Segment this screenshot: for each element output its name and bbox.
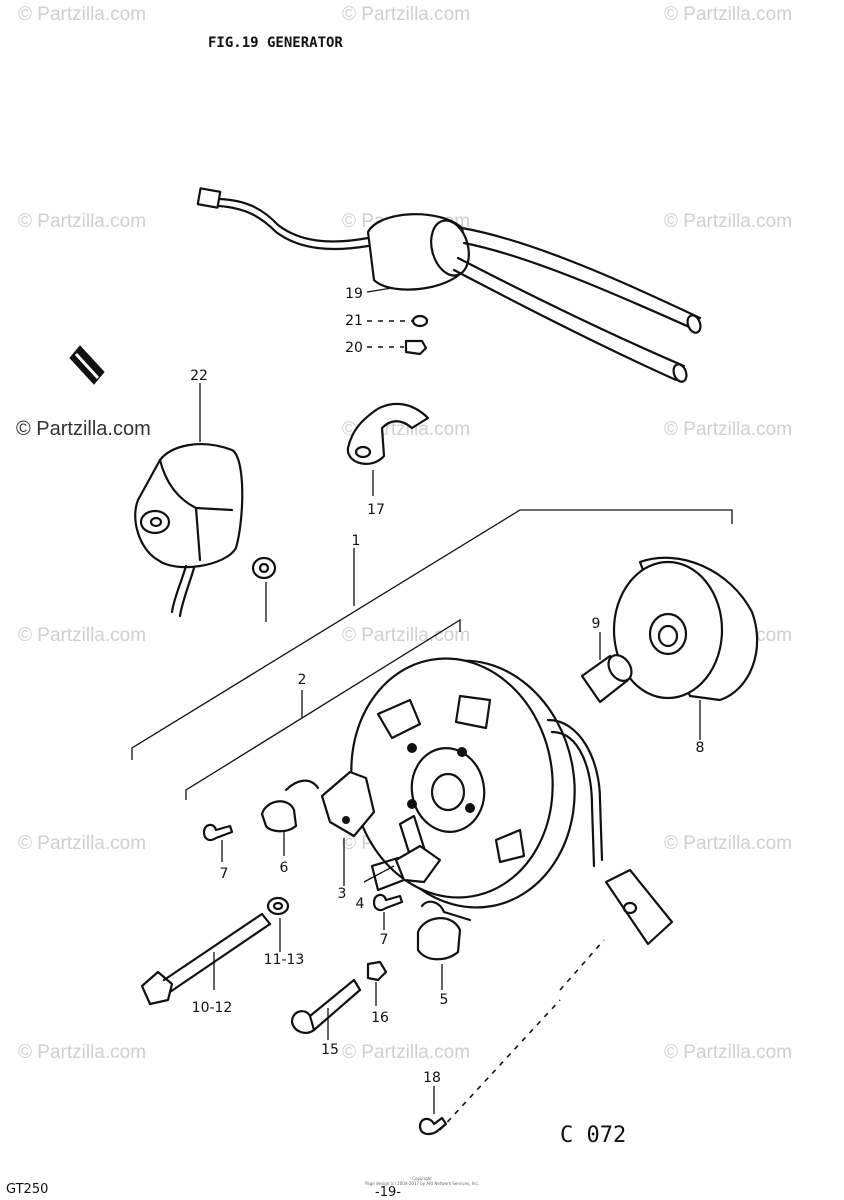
watermark-dark: © Partzilla.com bbox=[16, 418, 151, 440]
watermark-layer: © Partzilla.com © Partzilla.com © Partzi… bbox=[16, 4, 792, 1063]
watermark: © Partzilla.com bbox=[664, 211, 792, 232]
rotor-drawing bbox=[612, 556, 759, 740]
condenser-5-drawing bbox=[416, 900, 472, 990]
wire-clamp-drawing bbox=[346, 402, 430, 496]
drawing-code: C 072 bbox=[560, 1123, 626, 1148]
callout-17: 18 bbox=[423, 1070, 441, 1086]
watermark: © Partzilla.com bbox=[342, 1042, 470, 1063]
callout-5: 5 bbox=[440, 992, 449, 1008]
page-number: -19- bbox=[375, 1185, 401, 1200]
washer-11-13-drawing bbox=[266, 896, 290, 952]
washer-22-drawing bbox=[251, 556, 277, 622]
model-label: GT250 bbox=[6, 1182, 48, 1197]
callout-11-13: 11-13 bbox=[264, 952, 305, 968]
breaker-parts-drawing bbox=[260, 770, 442, 886]
watermark: © Partzilla.com bbox=[18, 1042, 146, 1063]
callout-9: 9 bbox=[592, 616, 601, 632]
small-fasteners-top bbox=[367, 314, 429, 356]
callout-14: 15 bbox=[321, 1042, 339, 1058]
callout-18: 19 bbox=[345, 286, 363, 302]
ignition-coil-drawing bbox=[196, 187, 702, 383]
watermark: © Partzilla.com bbox=[664, 419, 792, 440]
watermark: © Partzilla.com bbox=[342, 4, 470, 25]
callout-8: 8 bbox=[696, 740, 705, 756]
watermark: © Partzilla.com bbox=[18, 211, 146, 232]
screw-7-drawing bbox=[202, 823, 404, 930]
callout-2: 2 bbox=[298, 672, 307, 688]
sleeve-9-drawing bbox=[580, 632, 633, 704]
direction-arrow-icon bbox=[69, 345, 105, 385]
figure-title: FIG.19 GENERATOR bbox=[208, 35, 343, 51]
callout-6: 6 bbox=[280, 860, 289, 876]
bolt-14-drawing bbox=[290, 978, 362, 1040]
watermark: © Partzilla.com bbox=[18, 4, 146, 25]
callout-19: 20 bbox=[345, 340, 363, 356]
callout-15: 16 bbox=[371, 1010, 389, 1026]
screw-17-drawing bbox=[418, 939, 605, 1136]
watermark: © Partzilla.com bbox=[664, 1042, 792, 1063]
watermark: © Partzilla.com bbox=[18, 625, 146, 646]
callout-4: 4 bbox=[356, 896, 365, 912]
callout-16: 17 bbox=[367, 502, 385, 518]
callout-3: 3 bbox=[338, 886, 347, 902]
watermark: © Partzilla.com bbox=[18, 833, 146, 854]
watermark: © Partzilla.com bbox=[664, 833, 792, 854]
assembly-brackets bbox=[131, 509, 733, 800]
bolt-10-12-drawing bbox=[140, 912, 272, 1006]
cdi-unit-drawing bbox=[134, 383, 244, 618]
copyright-line-2: Page design (c) 2004-2017 by ARI Network… bbox=[365, 1181, 479, 1186]
nut-15-drawing bbox=[366, 960, 388, 1006]
callout-labels: 19 21 20 22 17 1 9 2 8 6 7 3 4 7 11-13 5… bbox=[190, 286, 704, 1086]
callout-20: 21 bbox=[345, 313, 363, 329]
callout-7a: 7 bbox=[220, 866, 229, 882]
callout-7b: 7 bbox=[380, 932, 389, 948]
callout-10-12: 10-12 bbox=[192, 1000, 233, 1016]
watermark: © Partzilla.com bbox=[342, 625, 470, 646]
callout-21: 22 bbox=[190, 368, 208, 384]
callout-1: 1 bbox=[352, 533, 361, 549]
copyright-line-1: Copyright bbox=[412, 1176, 432, 1181]
watermark: © Partzilla.com bbox=[664, 4, 792, 25]
